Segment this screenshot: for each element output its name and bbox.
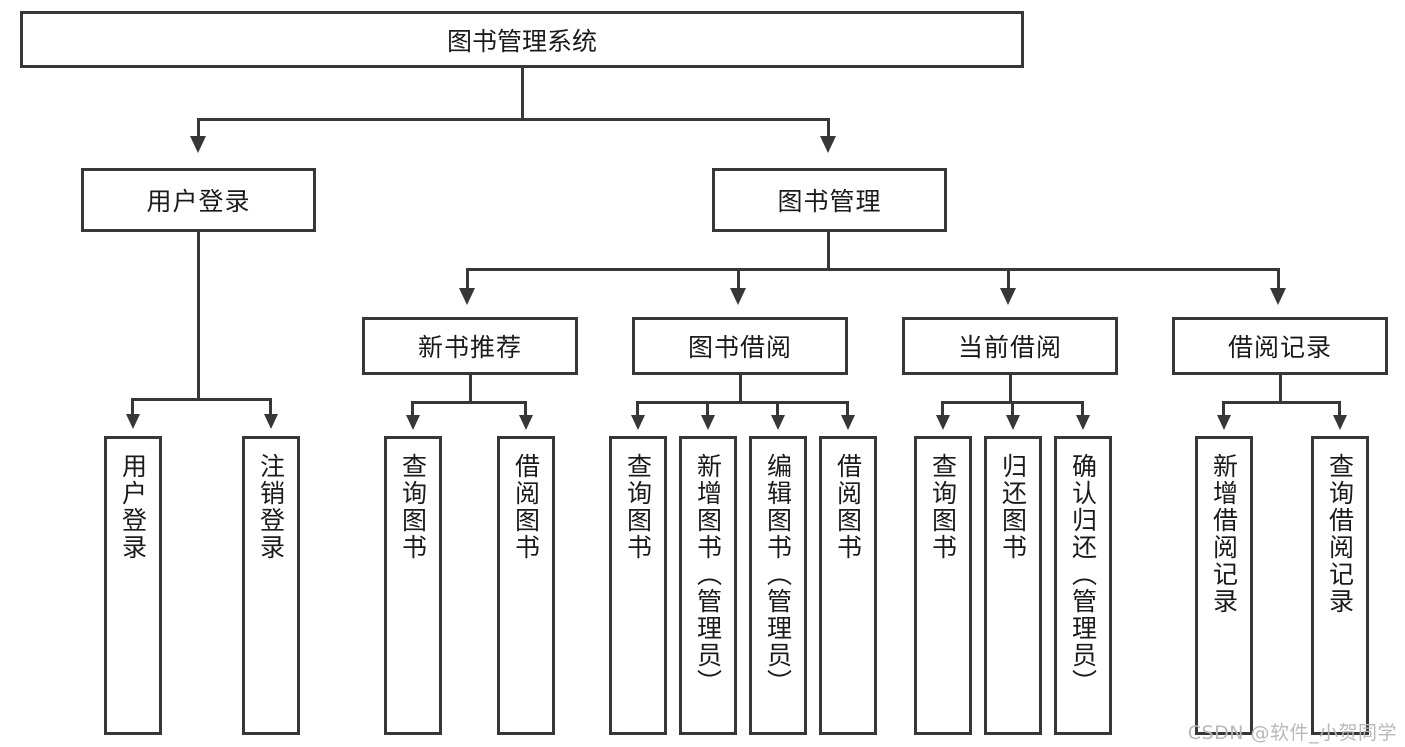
arrow-to-book-borrow — [730, 288, 746, 305]
arrow-book-borrow-child-1 — [631, 415, 645, 430]
arrow-book-borrow-child-3 — [771, 415, 785, 430]
leaf-label: 查询借阅记录 — [1325, 453, 1355, 615]
arrow-borrow-record-child-2 — [1333, 415, 1347, 430]
leaf-current-borrow-query[interactable]: 查询图书 — [914, 436, 972, 735]
leaf-label: 用户登录 — [118, 453, 148, 561]
arrow-to-new-book — [459, 288, 475, 305]
connector-borrow-record-stem — [1279, 375, 1282, 403]
leaf-user-login-logout[interactable]: 注销登录 — [242, 436, 300, 735]
arrow-current-borrow-child-2 — [1006, 415, 1020, 430]
leaf-label: 查询图书 — [398, 453, 428, 561]
leaf-label: 借阅图书 — [833, 453, 863, 561]
connector-to-current-borrow — [1007, 268, 1010, 290]
node-book-borrow[interactable]: 图书借阅 — [632, 317, 848, 375]
leaf-label: 新增借阅记录 — [1209, 453, 1239, 615]
connector-user-login-child-2 — [269, 398, 272, 416]
connector-book-manage-stem — [827, 232, 830, 270]
leaf-current-borrow-return[interactable]: 归还图书 — [984, 436, 1042, 735]
arrow-new-book-child-2 — [519, 415, 533, 430]
node-root-system[interactable]: 图书管理系统 — [20, 11, 1024, 68]
leaf-label: 新增图书（管理员） — [693, 453, 723, 696]
arrow-to-book-manage — [820, 136, 836, 153]
arrow-current-borrow-child-3 — [1076, 415, 1090, 430]
connector-user-login-bus — [131, 398, 269, 401]
node-label: 借阅记录 — [1227, 333, 1332, 362]
connector-new-book-child-2 — [524, 401, 527, 417]
arrow-new-book-child-1 — [406, 415, 420, 430]
leaf-new-book-query[interactable]: 查询图书 — [384, 436, 442, 735]
connector-level3-bus — [466, 268, 1280, 271]
connector-borrow-record-bus — [1222, 401, 1341, 404]
connector-user-login-child-1 — [131, 398, 134, 416]
connector-borrow-record-child-2 — [1338, 401, 1341, 417]
connector-book-borrow-child-4 — [846, 401, 849, 417]
connector-new-book-bus — [411, 401, 527, 404]
node-label: 图书借阅 — [687, 333, 792, 362]
leaf-label: 归还图书 — [998, 453, 1028, 561]
connector-book-borrow-child-1 — [636, 401, 639, 417]
arrow-to-user-login — [190, 136, 206, 153]
connector-book-borrow-child-3 — [776, 401, 779, 417]
connector-book-borrow-bus — [636, 401, 848, 404]
arrow-book-borrow-child-2 — [701, 415, 715, 430]
arrow-user-login-child-1 — [126, 414, 140, 429]
leaf-borrow-record-query[interactable]: 查询借阅记录 — [1311, 436, 1369, 735]
connector-root-stem — [521, 68, 524, 120]
connector-root-bus — [197, 118, 830, 121]
leaf-borrow-record-add[interactable]: 新增借阅记录 — [1195, 436, 1253, 735]
leaf-label: 查询图书 — [623, 453, 653, 561]
connector-current-borrow-child-3 — [1081, 401, 1084, 417]
leaf-book-borrow-add[interactable]: 新增图书（管理员） — [679, 436, 737, 735]
connector-new-book-stem — [469, 375, 472, 403]
node-current-borrow[interactable]: 当前借阅 — [902, 317, 1118, 375]
node-book-management[interactable]: 图书管理 — [712, 168, 947, 232]
arrow-current-borrow-child-1 — [936, 415, 950, 430]
node-label: 用户登录 — [146, 187, 251, 216]
node-label: 图书管理系统 — [446, 26, 597, 56]
connector-to-new-book — [466, 268, 469, 290]
leaf-label: 注销登录 — [256, 453, 286, 561]
leaf-label: 查询图书 — [928, 453, 958, 561]
node-user-login[interactable]: 用户登录 — [81, 168, 316, 232]
arrow-to-current-borrow — [1000, 288, 1016, 305]
leaf-label: 确认归还（管理员） — [1068, 453, 1098, 696]
connector-book-borrow-child-2 — [706, 401, 709, 417]
leaf-book-borrow-edit[interactable]: 编辑图书（管理员） — [749, 436, 807, 735]
connector-borrow-record-child-1 — [1222, 401, 1225, 417]
connector-to-book-borrow — [737, 268, 740, 290]
leaf-new-book-borrow[interactable]: 借阅图书 — [497, 436, 555, 735]
node-borrow-record[interactable]: 借阅记录 — [1172, 317, 1388, 375]
node-label: 图书管理 — [777, 187, 882, 216]
leaf-label: 编辑图书（管理员） — [763, 453, 793, 696]
arrow-to-borrow-record — [1270, 288, 1286, 305]
connector-book-borrow-stem — [739, 375, 742, 403]
connector-current-borrow-child-2 — [1011, 401, 1014, 417]
connector-to-book-manage — [827, 118, 830, 138]
connector-current-borrow-stem — [1009, 375, 1012, 403]
node-label: 当前借阅 — [957, 333, 1062, 362]
connector-current-borrow-child-1 — [941, 401, 944, 417]
leaf-user-login-login[interactable]: 用户登录 — [104, 436, 162, 735]
arrow-book-borrow-child-4 — [841, 415, 855, 430]
connector-user-login-stem — [197, 232, 200, 400]
arrow-borrow-record-child-1 — [1217, 415, 1231, 430]
connector-new-book-child-1 — [411, 401, 414, 417]
leaf-current-borrow-confirm-return[interactable]: 确认归还（管理员） — [1054, 436, 1112, 735]
node-label: 新书推荐 — [417, 333, 522, 362]
leaf-book-borrow-borrow[interactable]: 借阅图书 — [819, 436, 877, 735]
connector-to-borrow-record — [1277, 268, 1280, 290]
leaf-book-borrow-query[interactable]: 查询图书 — [609, 436, 667, 735]
node-new-book-recommend[interactable]: 新书推荐 — [362, 317, 578, 375]
leaf-label: 借阅图书 — [511, 453, 541, 561]
connector-to-user-login — [197, 118, 200, 138]
arrow-user-login-child-2 — [264, 414, 278, 429]
